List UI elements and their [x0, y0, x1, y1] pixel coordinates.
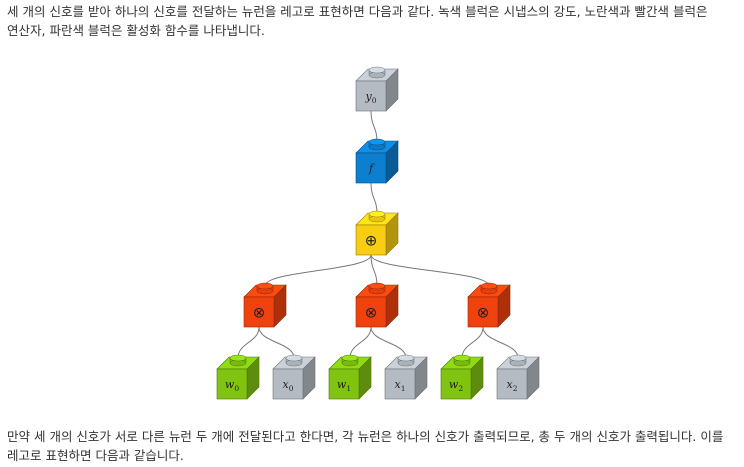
weight-block-w0: w0: [216, 354, 260, 400]
lego-stud: [229, 354, 247, 367]
weight-block-w1: w1: [328, 354, 372, 400]
output-block-y0-label: y0: [365, 90, 377, 105]
multiply-operator-block-1: ⊗: [355, 282, 399, 328]
output-block-y0: y0: [355, 66, 399, 112]
wire: [258, 326, 295, 359]
lego-stud: [368, 282, 386, 295]
sum-operator-block-label: ⊕: [365, 232, 378, 250]
lego-stud: [341, 354, 359, 367]
input-block-x1: x1: [384, 354, 428, 400]
wire: [370, 254, 490, 287]
multiply-operator-block-2-label: ⊗: [477, 304, 490, 322]
lego-stud: [480, 282, 498, 295]
wire: [237, 326, 260, 359]
wire: [370, 254, 378, 287]
lego-stud: [509, 354, 527, 367]
wire: [370, 182, 378, 215]
weight-block-w1-label: w1: [337, 378, 351, 393]
lego-stud: [285, 354, 303, 367]
connection-wires: [237, 110, 519, 359]
lego-stud: [453, 354, 471, 367]
wire: [264, 254, 372, 287]
wire: [461, 326, 484, 359]
input-block-x2-label: x2: [507, 378, 518, 393]
sum-operator-block: ⊕: [355, 210, 399, 256]
lego-blocks: y0 f ⊕ ⊗ ⊗ ⊗ w0 w1 w2 x0 x1 x2: [216, 66, 540, 400]
lego-stud: [397, 354, 415, 367]
weight-block-w2: w2: [440, 354, 484, 400]
lego-stud: [368, 66, 386, 79]
weight-block-w2-label: w2: [449, 378, 463, 393]
activation-block-f: f: [355, 138, 399, 184]
activation-block-f-label: f: [368, 162, 375, 175]
wire: [370, 110, 378, 143]
lego-stud: [368, 138, 386, 151]
multiply-operator-block-0-label: ⊗: [253, 304, 266, 322]
multiply-operator-block-1-label: ⊗: [365, 304, 378, 322]
intro-paragraph: 세 개의 신호를 받아 하나의 신호를 전달하는 뉴런을 레고로 표현하면 다음…: [7, 4, 708, 38]
wire: [482, 326, 519, 359]
outro-paragraph: 만약 세 개의 신호가 서로 다른 뉴런 두 개에 전달된다고 한다면, 각 뉴…: [7, 429, 724, 463]
weight-block-w0-label: w0: [225, 378, 239, 393]
input-block-x2: x2: [496, 354, 540, 400]
multiply-operator-block-2: ⊗: [467, 282, 511, 328]
input-block-x0: x0: [272, 354, 316, 400]
lego-stud: [256, 282, 274, 295]
multiply-operator-block-0: ⊗: [243, 282, 287, 328]
input-block-x0-label: x0: [283, 378, 294, 393]
wire: [370, 326, 407, 359]
wire: [349, 326, 372, 359]
lego-stud: [368, 210, 386, 223]
input-block-x1-label: x1: [395, 378, 406, 393]
